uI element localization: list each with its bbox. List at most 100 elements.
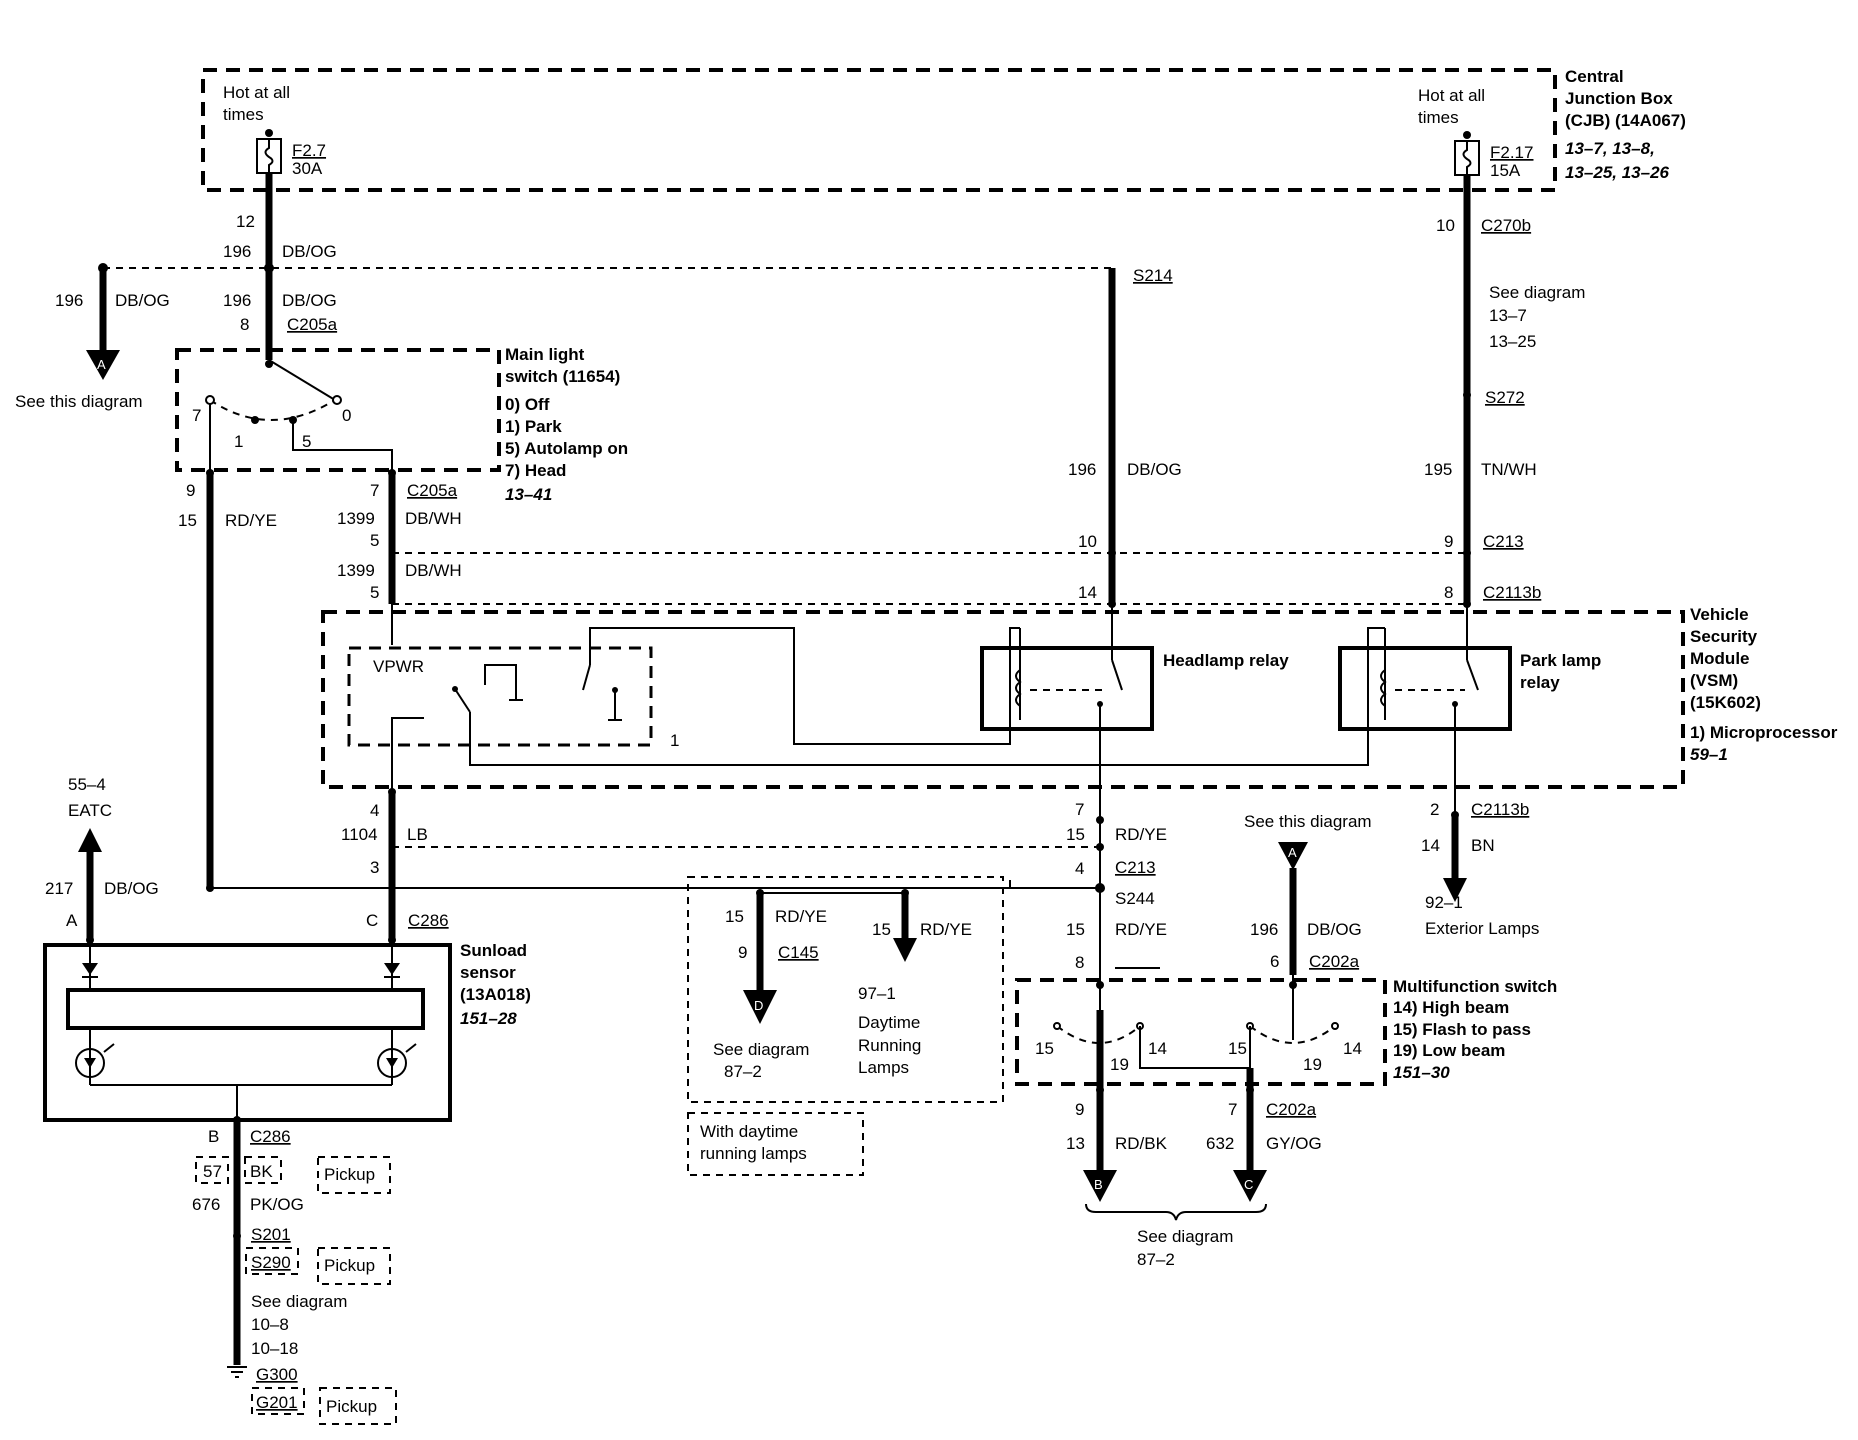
- label-w196c: 196: [223, 291, 251, 310]
- box-pickup-2: [317, 1247, 391, 1285]
- vsm-top-link: [589, 627, 1020, 745]
- main-switch-title-2: switch (11654): [505, 367, 620, 386]
- label-dbog-217: DB/OG: [104, 879, 159, 898]
- arrow-A-up: [1278, 842, 1308, 870]
- drl-c145: C145: [778, 943, 819, 962]
- label-w217: 217: [45, 879, 73, 898]
- label-dbwh: DB/WH: [405, 509, 462, 528]
- fuse-left-amp: 30A: [292, 159, 323, 178]
- label-bn-c2113b: C2113b: [1471, 800, 1529, 819]
- label-gyog-w7: 7: [1228, 1100, 1237, 1119]
- label-gyog-w632: 632: [1206, 1134, 1234, 1153]
- fuse-right-top-dot: [1463, 131, 1471, 139]
- label-c286-B: C286: [250, 1127, 291, 1146]
- label-pickup-1: Pickup: [324, 1165, 375, 1184]
- dot-s272: [1463, 391, 1471, 399]
- drl-w15: 15: [725, 907, 744, 926]
- drl-lamps-2: Running: [858, 1036, 921, 1055]
- fuse-right-label: F2.17: [1490, 143, 1533, 162]
- drl-note-1: With daytime: [700, 1122, 798, 1141]
- vsm-title-2: Security: [1690, 627, 1758, 646]
- mfs-p14b: 14: [1343, 1039, 1362, 1058]
- label-rdbk: RD/BK: [1115, 1134, 1168, 1153]
- vsm-vpwr: VPWR: [373, 657, 424, 676]
- label-w3: 3: [370, 858, 379, 877]
- drl-lamps-3: Lamps: [858, 1058, 909, 1077]
- label-w14: 14: [1078, 583, 1097, 602]
- label-w1399: 1399: [337, 509, 375, 528]
- drl-w15b: 15: [872, 920, 891, 939]
- label-see-this-diagram-left: See this diagram: [15, 392, 143, 411]
- cjb-title-2: Junction Box: [1565, 89, 1673, 108]
- cjb-hot-right-1: Hot at all: [1418, 86, 1485, 105]
- fuse-right-amp: 15A: [1490, 161, 1521, 180]
- mfs-contact-14b: [1331, 1022, 1339, 1030]
- fuse-left-top-dot: [265, 129, 273, 137]
- dot-c213-10: [1108, 549, 1116, 557]
- label-see-diagram-10: See diagram: [251, 1292, 347, 1311]
- mfs-p15a: 15: [1035, 1039, 1054, 1058]
- label-bn-w14: 14: [1421, 836, 1440, 855]
- drl-note-2: running lamps: [700, 1144, 807, 1163]
- switch-arc: [209, 399, 336, 421]
- park-relay-switch: [1466, 659, 1479, 691]
- dot-c213-7: [1096, 816, 1104, 824]
- drl-ref: 97–1: [858, 984, 896, 1003]
- mfs-arc-right: [1249, 1025, 1336, 1044]
- mfs-p19b: 19: [1303, 1055, 1322, 1074]
- vsm-vpwr-link: [391, 717, 424, 792]
- vsm-micro: 1) Microprocessor: [1690, 723, 1838, 742]
- cjb-hot-left-2: times: [223, 105, 264, 124]
- switch-pivot: [265, 360, 273, 368]
- label-g201: G201: [256, 1393, 298, 1412]
- switch-contact-0: [332, 395, 342, 405]
- label-13-7: 13–7: [1489, 306, 1527, 325]
- label-pickup-3: Pickup: [326, 1397, 377, 1416]
- label-center-rdye: RD/YE: [1115, 825, 1167, 844]
- vsm-switch-2b: [582, 664, 591, 691]
- arrow-A-down: [86, 350, 120, 380]
- main-switch-ref: 13–41: [505, 485, 552, 504]
- vsm-output-1: [484, 664, 517, 700]
- label-13-25: 13–25: [1489, 332, 1536, 351]
- headlamp-relay-box: [980, 646, 1154, 731]
- box-bk: [244, 1156, 282, 1184]
- label-s272: S272: [1485, 388, 1525, 407]
- label-center-w7: 7: [1075, 800, 1084, 819]
- headlamp-relay-switch: [1111, 659, 1123, 691]
- photodiode-A-symbol: [84, 1058, 96, 1068]
- fuse-left-label: F2.7: [292, 141, 326, 160]
- mfs-ref: 151–30: [1393, 1063, 1450, 1082]
- label-w4: 4: [370, 801, 379, 820]
- switch-pos-5: 5: [302, 432, 311, 451]
- fuse-left-element: [264, 139, 274, 173]
- sunload-sensor-box: [43, 943, 452, 1122]
- mfs-title: Multifunction switch: [1393, 977, 1557, 996]
- photodiode-C-symbol: [386, 1058, 398, 1068]
- label-gyog-c202a: C202a: [1266, 1100, 1317, 1119]
- fuse-right-element: [1462, 141, 1472, 175]
- label-w196: 196: [223, 242, 251, 261]
- main-switch-pos-auto: 5) Autolamp on: [505, 439, 628, 458]
- splice-dot-196: [264, 263, 274, 273]
- brace-see-diagram: [1085, 1203, 1267, 1221]
- eatc-ref: 55–4: [68, 775, 106, 794]
- mfs-arc-left: [1056, 1025, 1141, 1044]
- label-w15: 15: [178, 511, 197, 530]
- label-dbwh-b: DB/WH: [405, 561, 462, 580]
- label-c205a-b: C205a: [407, 481, 458, 500]
- label-mfs-c202a: C202a: [1309, 952, 1360, 971]
- label-c205a: C205a: [287, 315, 338, 334]
- dot-mfs-out-7: [1246, 1086, 1254, 1094]
- drl-note-box: [687, 1112, 864, 1176]
- switch-pos-1: 1: [234, 432, 243, 451]
- vsm-ref: 59–1: [1690, 745, 1728, 764]
- label-w7: 7: [370, 481, 379, 500]
- vsm-microprocessor-box: [347, 646, 653, 747]
- main-light-switch-box: [175, 348, 501, 472]
- drl-box: [687, 876, 1004, 1103]
- main-switch-title-1: Main light: [505, 345, 585, 364]
- label-g300: G300: [256, 1365, 298, 1384]
- label-dbog-c: DB/OG: [282, 291, 337, 310]
